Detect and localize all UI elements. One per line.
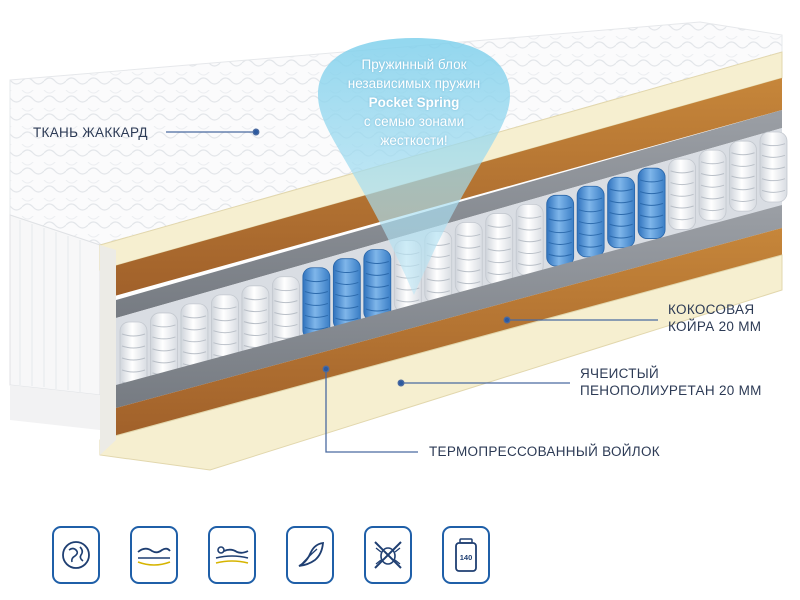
feature-natural bbox=[286, 526, 334, 584]
callout-line-5: жесткости! bbox=[380, 133, 448, 148]
coir-label-line-2: КОЙРА 20 ММ bbox=[668, 319, 762, 334]
anti-allergy-icon bbox=[374, 541, 402, 569]
max-load-icon: 140 bbox=[455, 538, 477, 572]
coir-leader-dot bbox=[503, 316, 511, 324]
spring-blue bbox=[576, 185, 605, 258]
spring-blue bbox=[332, 258, 361, 331]
feature-icon-row: 140 bbox=[52, 526, 490, 584]
spring-white bbox=[485, 213, 514, 285]
foam-leader-dot bbox=[397, 379, 405, 387]
callout-text: Пружинный блок независимых пружин Pocket… bbox=[318, 55, 510, 150]
feature-max-load: 140 bbox=[442, 526, 490, 584]
foam-label-line-2: ПЕНОПОЛИУРЕТАН 20 ММ bbox=[580, 383, 762, 398]
side-fabric-texture bbox=[19, 220, 81, 392]
callout-line-1: Пружинный блок bbox=[361, 57, 467, 72]
foam-label-line-1: ЯЧЕИСТЫЙ bbox=[580, 366, 660, 381]
bottom-coir-layer bbox=[116, 228, 782, 440]
felt-label-text: ТЕРМОПРЕССОВАННЫЙ ВОЙЛОК bbox=[429, 444, 660, 459]
spring-white bbox=[759, 131, 788, 203]
spring-blue bbox=[363, 249, 392, 322]
mattress-side-fabric bbox=[9, 214, 101, 396]
callout-line-3: Pocket Spring bbox=[368, 95, 460, 110]
feature-globe bbox=[52, 526, 100, 584]
spring-white bbox=[698, 149, 727, 221]
fabric-leader-dot bbox=[252, 128, 260, 136]
body-contour-icon bbox=[215, 546, 249, 564]
spring-white bbox=[668, 158, 696, 230]
max-load-value: 140 bbox=[460, 553, 473, 562]
callout-bubble bbox=[318, 38, 510, 295]
felt-label: ТЕРМОПРЕССОВАННЫЙ ВОЙЛОК bbox=[429, 443, 660, 460]
natural-leaf-icon bbox=[298, 541, 324, 567]
feature-anti-allergy bbox=[364, 526, 412, 584]
fabric-label: ТКАНЬ ЖАККАРД bbox=[33, 124, 148, 141]
spring-white bbox=[515, 203, 544, 276]
fabric-label-text: ТКАНЬ ЖАККАРД bbox=[33, 125, 148, 140]
spring-blue bbox=[302, 267, 331, 340]
leader-lines bbox=[166, 128, 658, 453]
feature-orthopedic bbox=[130, 526, 178, 584]
side-felt-strip bbox=[100, 245, 116, 455]
foam-label: ЯЧЕИСТЫЙ ПЕНОПОЛИУРЕТАН 20 ММ bbox=[580, 365, 762, 399]
bottom-foam-layer bbox=[116, 205, 782, 408]
feature-body-contour bbox=[208, 526, 256, 584]
orthopedic-support-icon bbox=[137, 547, 171, 566]
felt-leader-dot bbox=[322, 365, 330, 373]
spring-white bbox=[119, 321, 148, 395]
felt-leader-line bbox=[325, 370, 418, 453]
spring-blue bbox=[546, 194, 575, 267]
coir-label: КОКОСОВАЯ КОЙРА 20 ММ bbox=[668, 301, 761, 335]
spring-block bbox=[119, 131, 788, 395]
coir-label-line-1: КОКОСОВАЯ bbox=[668, 302, 755, 317]
callout-line-4: с семью зонами bbox=[363, 114, 465, 129]
spring-blue bbox=[607, 176, 636, 249]
spring-white bbox=[729, 140, 757, 212]
spring-white bbox=[454, 222, 483, 294]
globe-hand-icon bbox=[62, 541, 90, 569]
mattress-bottom-edge bbox=[10, 385, 100, 430]
spring-blue bbox=[637, 167, 666, 239]
callout-line-2: независимых пружин bbox=[347, 76, 481, 91]
